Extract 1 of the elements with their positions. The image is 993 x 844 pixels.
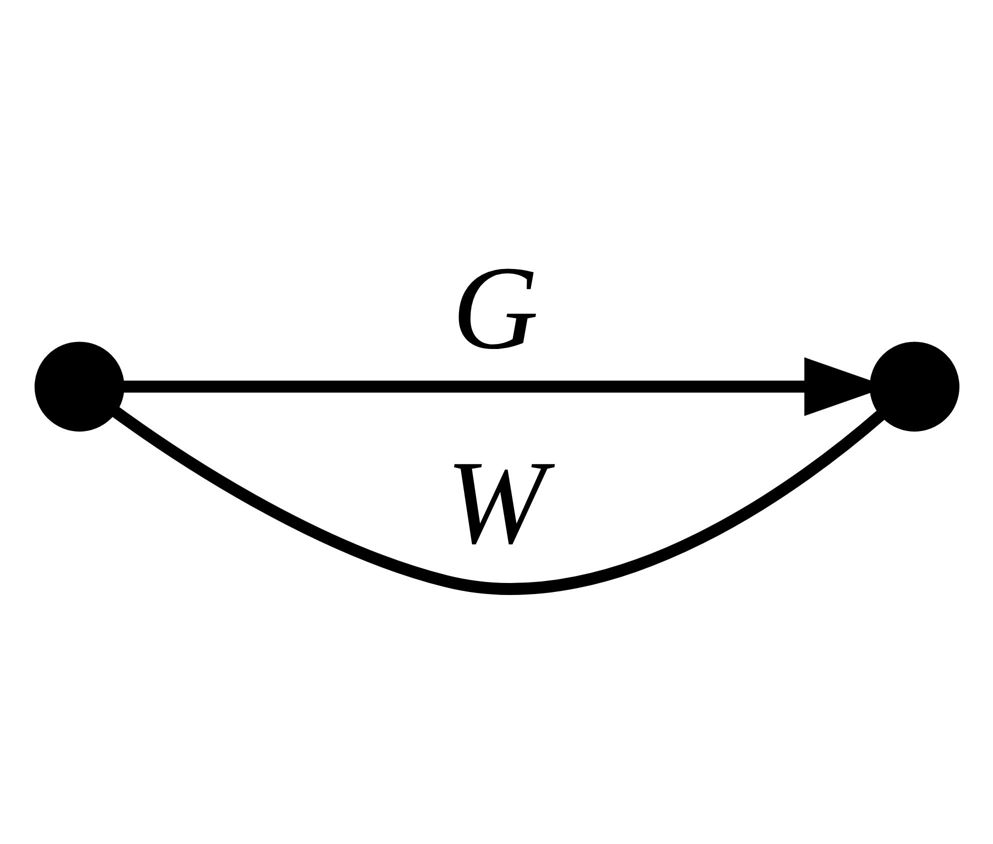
- edge-label: G: [452, 240, 538, 374]
